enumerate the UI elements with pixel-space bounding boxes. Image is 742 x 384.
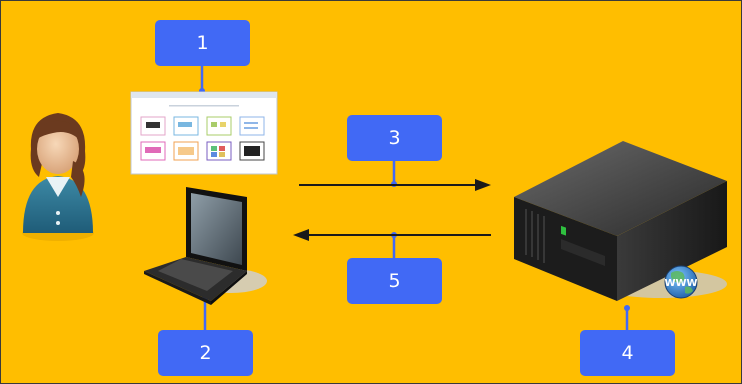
globe-www-icon: WWW xyxy=(664,265,698,299)
request-arrow xyxy=(299,179,491,191)
user-avatar-icon xyxy=(22,113,94,241)
web-page-screenshot xyxy=(130,91,278,175)
label-step-1: 1 xyxy=(155,20,250,66)
www-badge-text: WWW xyxy=(664,278,697,289)
laptop-icon xyxy=(144,187,267,305)
label-step-5: 5 xyxy=(347,258,442,304)
connector-lines xyxy=(200,64,629,331)
label-step-4: 4 xyxy=(580,330,675,376)
response-arrow xyxy=(293,229,491,241)
label-step-3: 3 xyxy=(347,115,442,161)
label-step-2: 2 xyxy=(158,330,253,376)
page-thumbnails xyxy=(140,116,265,161)
connector-dot-4 xyxy=(624,305,630,311)
